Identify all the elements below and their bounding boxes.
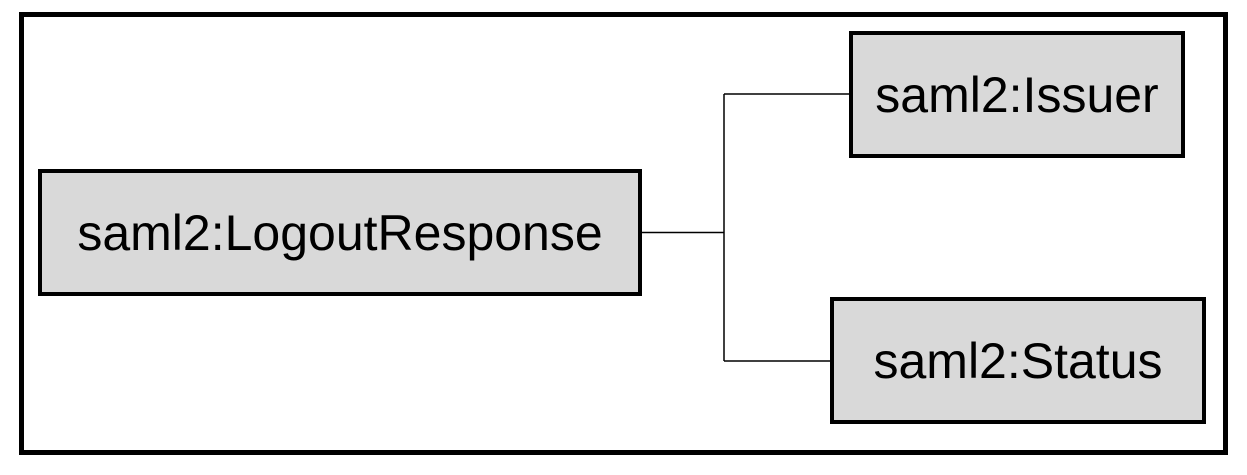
node-status[interactable]: saml2:Status — [830, 297, 1206, 424]
node-status-label: saml2:Status — [873, 332, 1163, 389]
diagram-outer-frame — [19, 12, 1228, 455]
node-logout-response[interactable]: saml2:LogoutResponse — [38, 169, 642, 296]
node-logout-response-label: saml2:LogoutResponse — [77, 204, 603, 261]
node-issuer[interactable]: saml2:Issuer — [849, 31, 1185, 158]
node-issuer-label: saml2:Issuer — [875, 66, 1159, 123]
